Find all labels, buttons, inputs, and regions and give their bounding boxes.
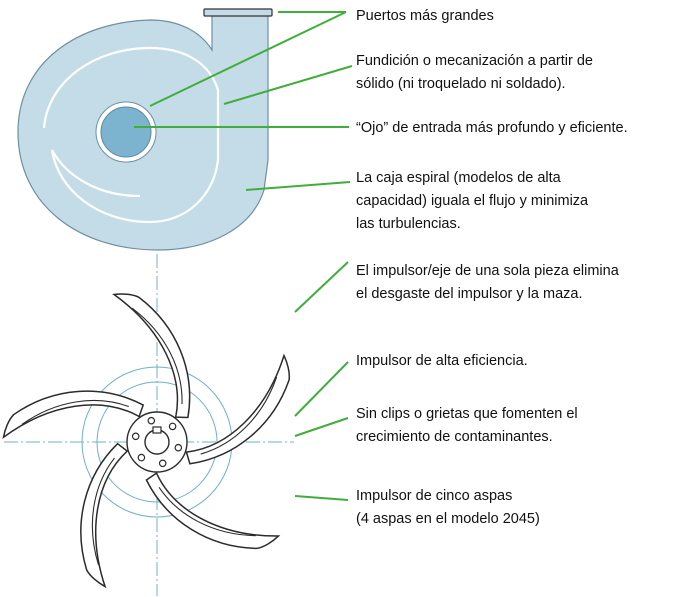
impeller-blade — [112, 293, 191, 419]
callout-text: el desgaste del impulsor y la maza. — [356, 286, 583, 302]
hub-bolt-hole — [147, 416, 156, 425]
leader-line-five-vanes — [294, 495, 349, 501]
callout-text: Impulsor de cinco aspas — [356, 488, 513, 504]
callout-text: capacidad) iguala el flujo y minimiza — [356, 193, 589, 209]
hub-bolt-hole — [158, 459, 167, 468]
hub-bolt-holes — [131, 416, 183, 468]
shaft-bore — [144, 429, 170, 455]
leader-line-one-piece — [294, 261, 349, 313]
callout-text: (4 aspas en el modelo 2045) — [356, 511, 540, 527]
impeller — [2, 254, 294, 596]
callout-text: “Ojo” de entrada más profundo y eficient… — [356, 120, 628, 136]
volute-inner-channel — [42, 46, 220, 224]
callout-text: Puertos más grandes — [356, 8, 494, 24]
leader-line-volute — [245, 181, 351, 191]
impeller-blade-outline — [80, 442, 129, 589]
callout-larger-ports: Puertos más grandes — [356, 5, 494, 28]
impeller-blade-outline — [145, 471, 281, 550]
callout-one-piece-shaft: El impulsor/eje de una sola pieza elimin… — [356, 260, 619, 306]
callout-text: Fundición o mecanización a partir de — [356, 53, 593, 69]
impeller-blade-slot — [158, 486, 256, 537]
leader-line-ports-to-eye — [149, 11, 347, 107]
impeller-blade-outline — [185, 353, 291, 465]
callout-text: Impulsor de alta eficiencia. — [356, 353, 528, 369]
hub-bolt-hole — [174, 443, 183, 452]
callout-text: El impulsor/eje de una sola pieza elimin… — [356, 263, 619, 279]
volute-cutwater-line — [51, 149, 141, 198]
outlet-port-flange — [203, 8, 273, 17]
leader-line-efficiency — [294, 361, 349, 417]
hub-bolt-hole — [137, 453, 146, 462]
leader-lines — [134, 11, 353, 501]
impeller-blade-slot — [91, 457, 115, 566]
impeller-blade-slot — [131, 307, 183, 405]
callout-no-clips: Sin clips o grietas que fomenten el crec… — [356, 403, 578, 449]
callout-five-vanes: Impulsor de cinco aspas (4 aspas en el m… — [356, 485, 540, 531]
impeller-blade-slot — [200, 376, 278, 455]
impeller-blade-slot — [21, 399, 129, 425]
hub-bolt-hole — [168, 422, 177, 431]
impeller-blade — [145, 471, 281, 550]
callout-text: La caja espiral (modelos de alta — [356, 170, 561, 186]
impeller-blade — [80, 442, 129, 589]
callout-text: crecimiento de contaminantes. — [356, 429, 553, 445]
leader-line-no-clips — [294, 417, 349, 437]
impeller-blade-outline — [2, 390, 145, 439]
pump-casing — [17, 8, 273, 251]
inlet-eye — [100, 106, 152, 158]
impeller-blade-outline — [112, 293, 191, 419]
shaft-keyway — [152, 426, 162, 434]
callout-high-efficiency: Impulsor de alta eficiencia. — [356, 350, 528, 373]
impeller-blade — [185, 353, 291, 465]
callout-text: las turbulencias. — [356, 216, 461, 232]
impeller-blade — [2, 390, 145, 439]
impeller-blades — [2, 293, 291, 589]
callout-inlet-eye: “Ojo” de entrada más profundo y eficient… — [356, 117, 628, 140]
callout-casting: Fundición o mecanización a partir de sól… — [356, 50, 593, 96]
callout-text: sólido (ni troquelado ni soldado). — [356, 76, 566, 92]
leader-line-casting — [223, 65, 353, 105]
callout-text: Sin clips o grietas que fomenten el — [356, 406, 578, 422]
hub-bolt-hole — [131, 432, 140, 441]
callout-volute: La caja espiral (modelos de alta capacid… — [356, 167, 588, 236]
